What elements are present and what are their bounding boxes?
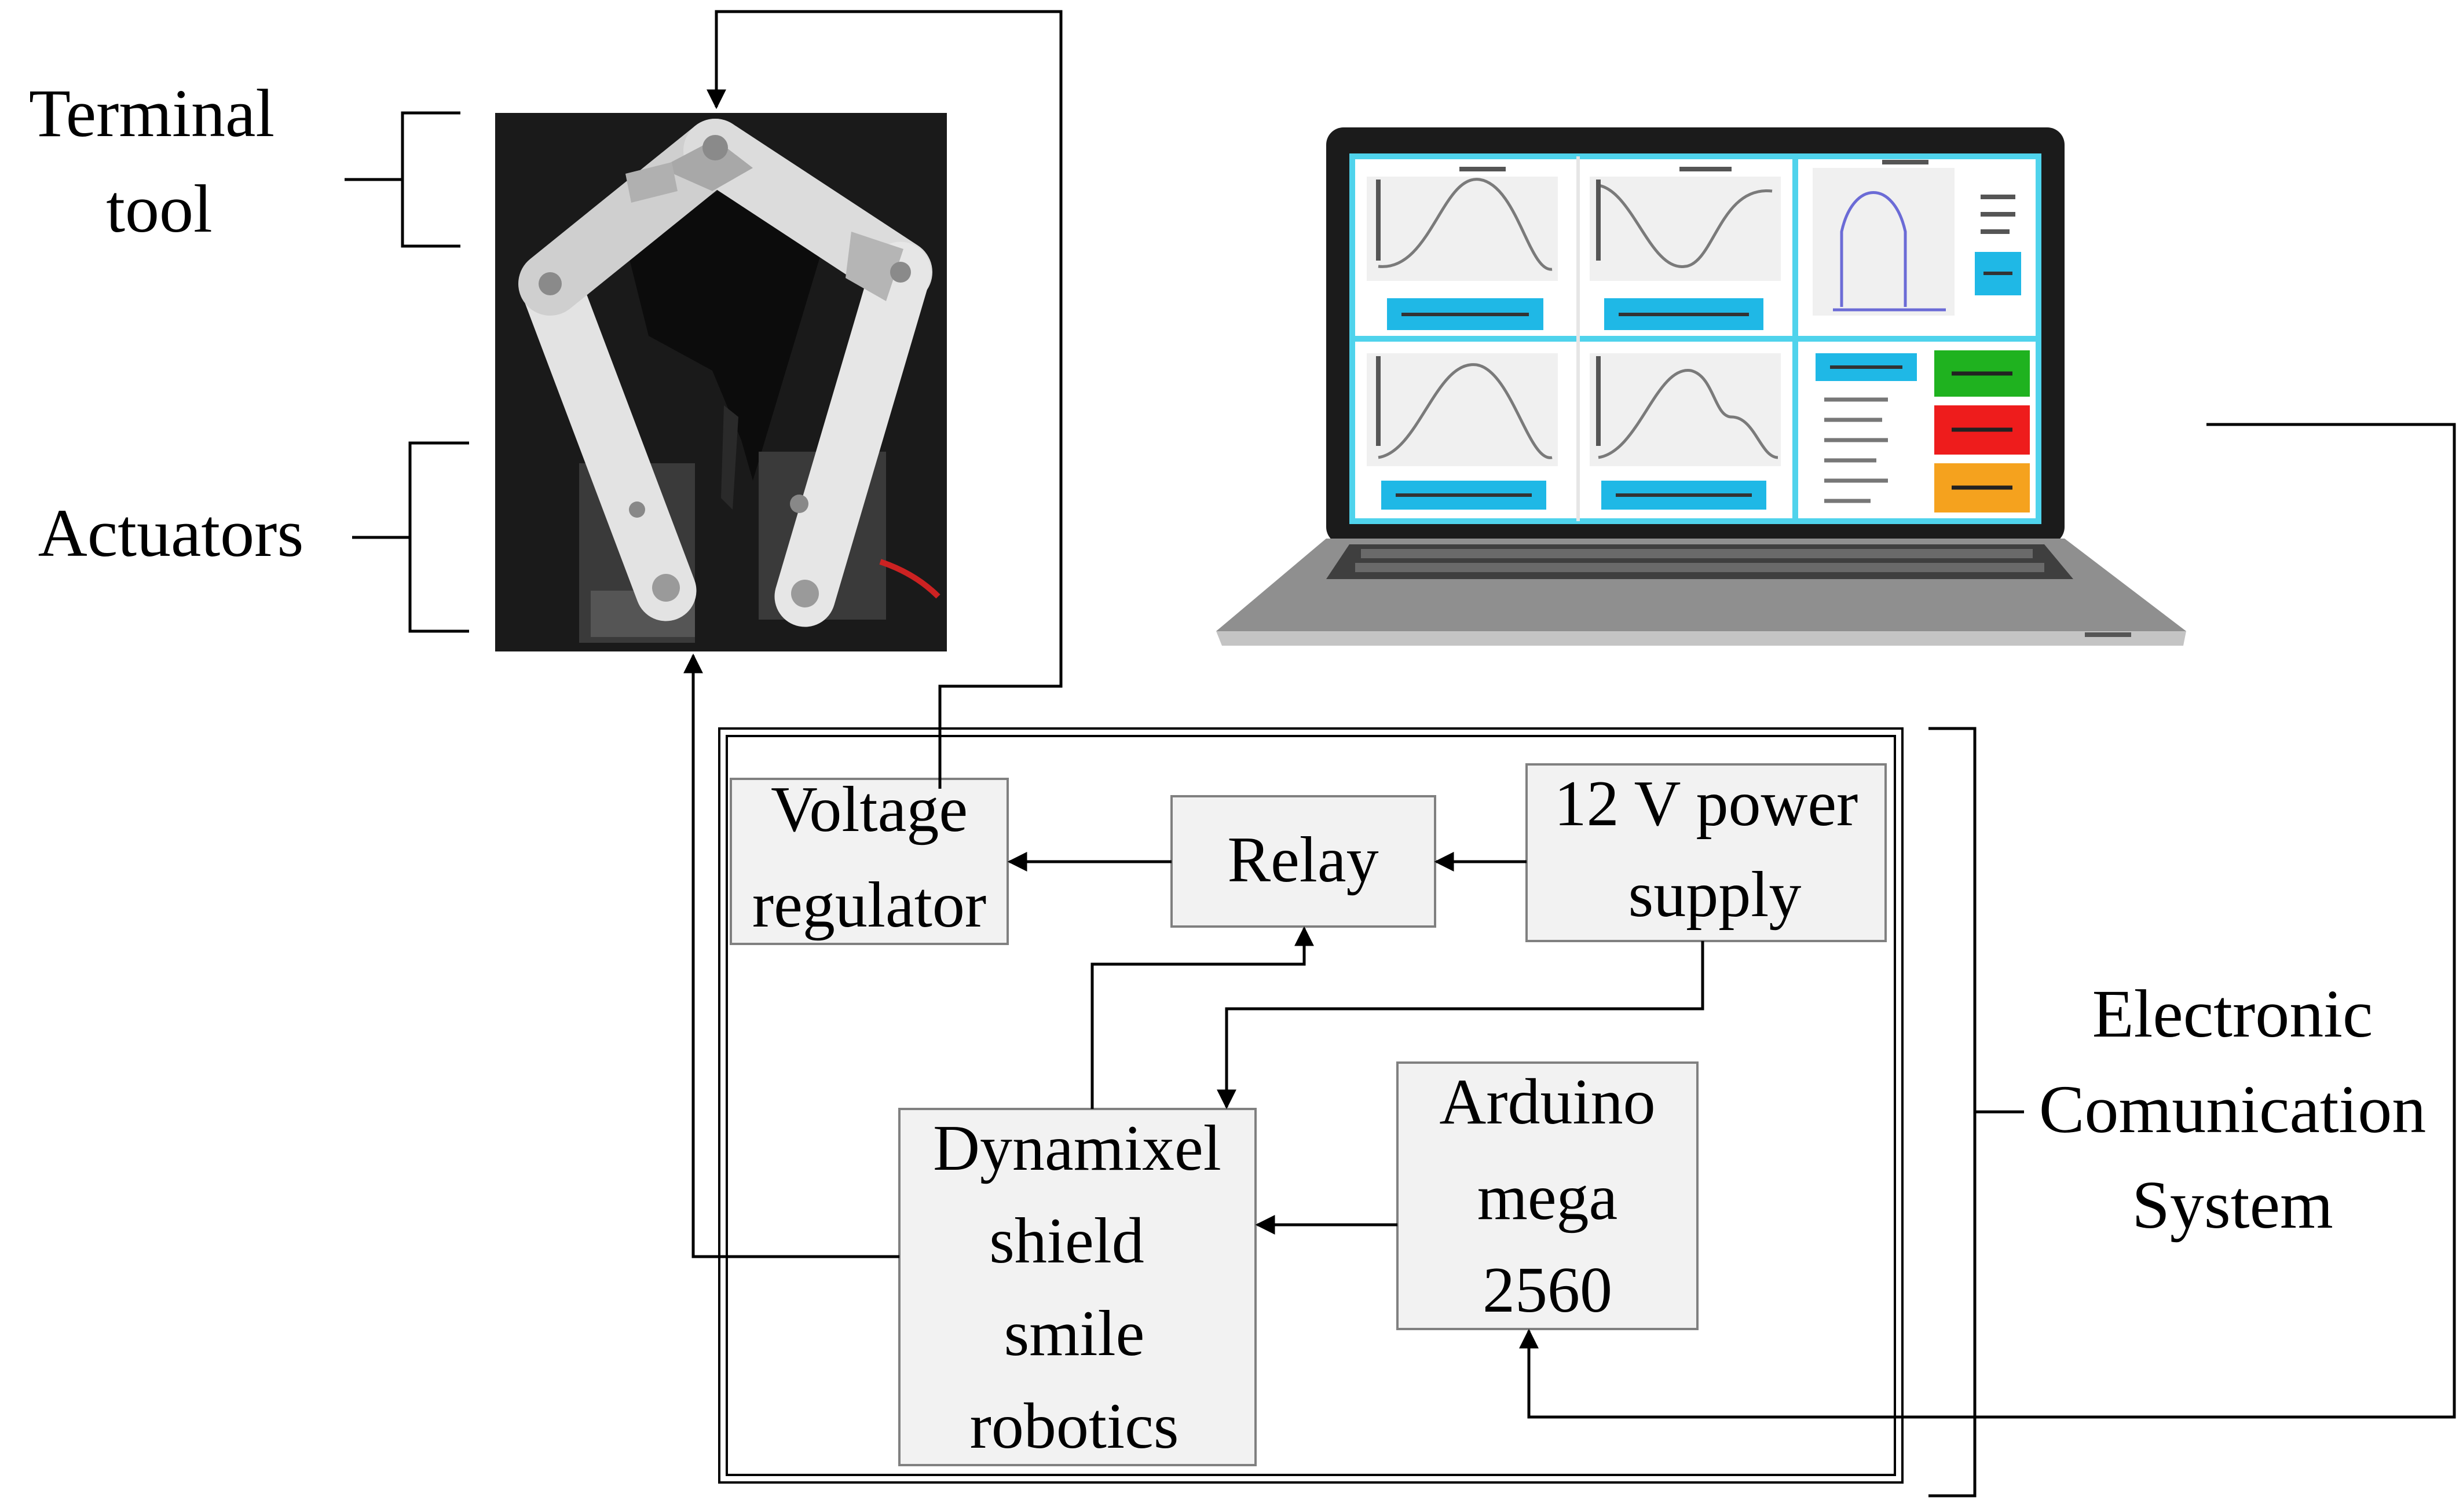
svg-text:robotics: robotics: [970, 1390, 1179, 1462]
electronic-system-bracket: [1928, 727, 2024, 1498]
svg-text:Dynamixel: Dynamixel: [933, 1112, 1221, 1184]
svg-text:regulator: regulator: [752, 869, 986, 941]
electronic-system-frame: [718, 727, 1904, 1484]
dynamixel-to-relay-arrow: [1090, 926, 1314, 1109]
parallel-robot-icon: [495, 113, 947, 651]
voltage-regulator-block: Voltage regulator: [730, 774, 1009, 945]
svg-text:Electronic: Electronic: [2092, 976, 2373, 1052]
svg-text:2560: 2560: [1483, 1254, 1612, 1326]
power-to-dynamixel-arrow: [1217, 941, 1704, 1110]
relay-block: Relay: [1170, 795, 1436, 928]
svg-text:Comunication: Comunication: [2039, 1071, 2427, 1147]
power-supply-block: 12 V power supply: [1525, 763, 1887, 942]
terminal-tool-bracket: [345, 111, 460, 248]
dynamixel-shield-block: Dynamixel shield smile robotics: [898, 1108, 1257, 1466]
actuators-bracket: [352, 441, 469, 633]
laptop-icon: [1216, 127, 2186, 646]
svg-text:System: System: [2132, 1167, 2333, 1243]
connectors: [683, 10, 2456, 1498]
svg-text:supply: supply: [1628, 859, 1802, 931]
electronic-system-label: Electronic Comunication System: [2039, 976, 2427, 1243]
svg-text:smile: smile: [1004, 1298, 1145, 1370]
svg-text:tool: tool: [106, 171, 213, 247]
regulator-to-tool-arrow: [707, 10, 1063, 789]
svg-text:Terminal: Terminal: [29, 75, 275, 151]
svg-text:12 V power: 12 V power: [1554, 768, 1858, 840]
arduino-block: Arduino mega 2560: [1396, 1061, 1699, 1330]
dynamixel-to-actuators-arrow: [683, 653, 899, 1258]
svg-text:Relay: Relay: [1227, 824, 1378, 896]
actuators-label: Actuators: [38, 495, 304, 571]
svg-text:shield: shield: [989, 1205, 1144, 1277]
laptop-to-arduino-arrow: [1519, 423, 2456, 1419]
svg-text:Actuators: Actuators: [38, 495, 304, 571]
svg-text:Arduino: Arduino: [1439, 1066, 1655, 1138]
svg-text:Voltage: Voltage: [771, 774, 968, 845]
terminal-tool-label: Terminal tool: [29, 75, 275, 247]
svg-text:mega: mega: [1477, 1162, 1618, 1233]
